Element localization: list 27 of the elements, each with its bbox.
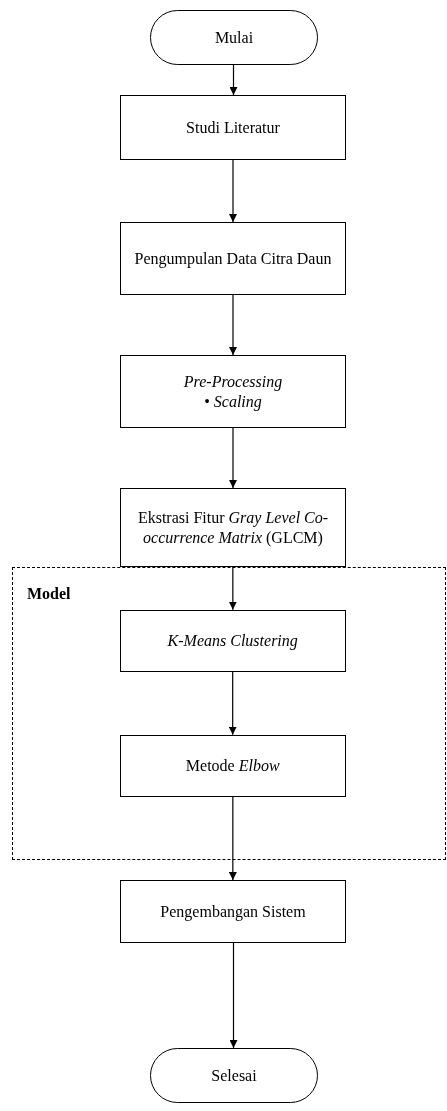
arrow bbox=[229, 64, 238, 96]
node-label: Selesai bbox=[210, 1065, 258, 1086]
arrow bbox=[229, 427, 237, 489]
arrow bbox=[228, 796, 237, 881]
arrow bbox=[229, 159, 237, 223]
arrow bbox=[228, 671, 237, 736]
node-label: • Scaling bbox=[203, 391, 263, 412]
node-label: Ekstrasi Fitur Gray Level Co-occurrence Matrix (GLCM) bbox=[136, 507, 330, 548]
node-label: Metode Elbow bbox=[184, 755, 281, 776]
process-box bbox=[120, 95, 346, 160]
process-box bbox=[120, 355, 346, 428]
process-box bbox=[119, 609, 346, 672]
node-label: Pengumpulan Data Citra Daun bbox=[133, 248, 333, 269]
node-label: Studi Literatur bbox=[185, 117, 281, 138]
arrow bbox=[229, 294, 237, 356]
group-frame bbox=[12, 567, 446, 860]
process-box bbox=[119, 734, 346, 797]
node-label: Pengembangan Sistem bbox=[159, 901, 307, 922]
arrow bbox=[229, 942, 238, 1049]
node-label: K-Means Clustering bbox=[166, 630, 299, 651]
node-label: Pre-Processing bbox=[182, 371, 284, 392]
node-label: Mulai bbox=[213, 27, 255, 48]
process-box bbox=[120, 880, 346, 943]
arrow bbox=[228, 566, 237, 611]
process-box bbox=[120, 222, 346, 295]
process-box bbox=[120, 488, 346, 567]
group-label: Model bbox=[27, 584, 71, 604]
